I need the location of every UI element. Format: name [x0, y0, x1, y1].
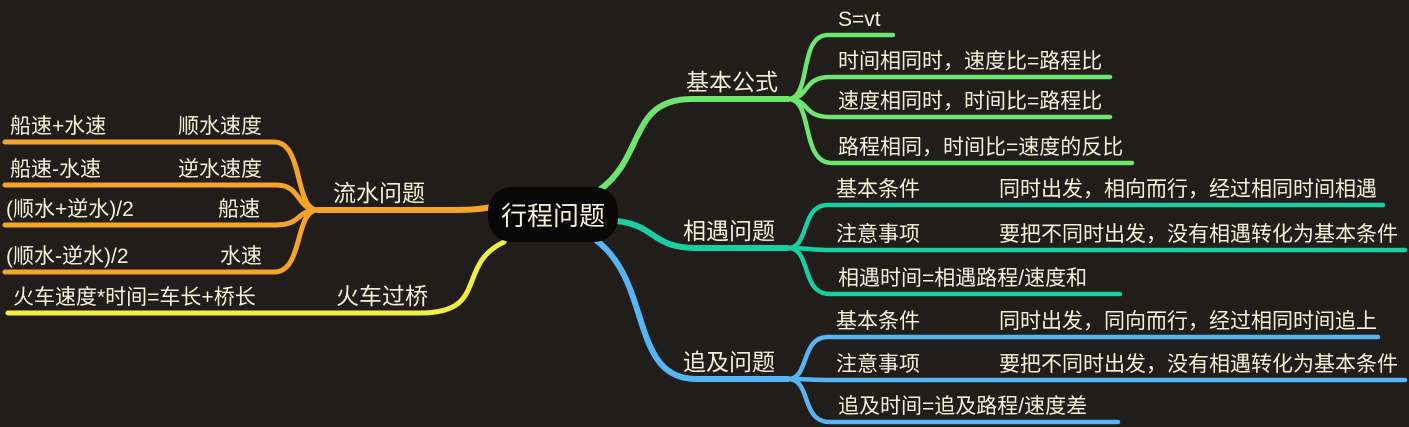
topic-meeting[interactable]: 相遇问题	[683, 217, 775, 244]
topic-train-bridge[interactable]: 火车过桥	[336, 282, 428, 309]
meeting-basic-condition-key[interactable]: 基本条件	[836, 177, 920, 201]
formula-downstream[interactable]: 船速+水速	[10, 114, 107, 138]
formula-train-bridge[interactable]: 火车速度*时间=车长+桥长	[13, 285, 256, 309]
item-s-equals-vt[interactable]: S=vt	[838, 7, 881, 31]
item-same-time-ratio[interactable]: 时间相同时，速度比=路程比	[838, 49, 1103, 73]
chase-note-key[interactable]: 注意事项	[836, 352, 920, 376]
connector-basic-formulas	[595, 96, 791, 194]
formula-water-speed[interactable]: (顺水-逆水)/2	[6, 244, 129, 268]
formula-upstream[interactable]: 船速-水速	[10, 157, 101, 181]
chase-basic-condition-value[interactable]: 同时出发，同向而行，经过相同时间追上	[999, 309, 1377, 333]
meeting-time-formula[interactable]: 相遇时间=相遇路程/速度和	[838, 266, 1088, 290]
topic-boat-speed[interactable]: 船速	[218, 197, 260, 221]
topic-upstream-speed[interactable]: 逆水速度	[178, 157, 262, 181]
connector-meeting	[614, 218, 791, 251]
item-same-distance-ratio[interactable]: 路程相同，时间比=速度的反比	[838, 135, 1124, 159]
connector-water-flow	[315, 204, 495, 213]
meeting-note-value[interactable]: 要把不同时出发，没有相遇转化为基本条件	[999, 222, 1398, 246]
chase-basic-condition-key[interactable]: 基本条件	[836, 309, 920, 333]
topic-chase[interactable]: 追及问题	[683, 348, 775, 375]
central-topic[interactable]: 行程问题	[488, 187, 618, 242]
connector-meeting-row-2	[785, 245, 1408, 253]
connector-basic-item-4	[785, 96, 1135, 166]
topic-downstream-speed[interactable]: 顺水速度	[178, 114, 262, 138]
formula-boat-speed[interactable]: (顺水+逆水)/2	[6, 197, 134, 221]
topic-basic-formulas[interactable]: 基本公式	[686, 68, 778, 95]
chase-note-value[interactable]: 要把不同时出发，没有相遇转化为基本条件	[999, 352, 1398, 376]
connector-water-row-4	[2, 207, 321, 275]
meeting-note-key[interactable]: 注意事项	[836, 222, 920, 246]
item-same-speed-ratio[interactable]: 速度相同时，时间比=路程比	[838, 89, 1103, 113]
connector-train-bridge	[5, 239, 507, 316]
topic-water-speed[interactable]: 水速	[220, 244, 262, 268]
topic-water-flow[interactable]: 流水问题	[333, 179, 425, 206]
connector-chase-formula	[785, 376, 1121, 425]
connector-meeting-formula	[785, 245, 1123, 297]
meeting-basic-condition-value[interactable]: 同时出发，相向而行，经过相同时间相遇	[999, 177, 1377, 201]
connector-chase	[594, 238, 791, 382]
central-topic-label: 行程问题	[500, 201, 605, 231]
connector-chase-row-2	[785, 376, 1408, 383]
chase-time-formula[interactable]: 追及时间=追及路程/速度差	[838, 394, 1088, 418]
